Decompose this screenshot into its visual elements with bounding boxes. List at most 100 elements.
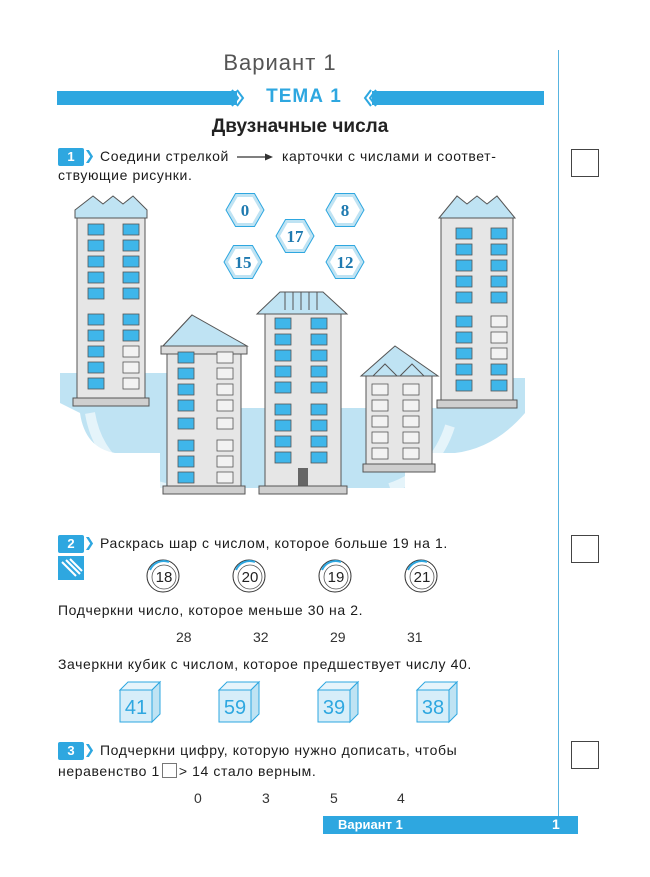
footer-variant: Вариант 1 xyxy=(338,817,403,832)
window xyxy=(216,455,234,468)
cube[interactable] xyxy=(317,689,351,723)
window xyxy=(490,363,508,376)
ball-inner-ring xyxy=(237,564,263,590)
ball-highlight xyxy=(235,560,256,571)
window xyxy=(402,383,420,396)
window xyxy=(310,381,328,394)
number-card-label: 17 xyxy=(287,227,305,246)
window xyxy=(177,383,195,396)
window xyxy=(455,315,473,328)
window xyxy=(177,455,195,468)
underline-number[interactable]: 32 xyxy=(253,629,269,645)
window xyxy=(490,291,508,304)
number-card-label: 12 xyxy=(337,253,354,272)
window xyxy=(490,227,508,240)
window xyxy=(87,271,105,284)
window xyxy=(274,317,292,330)
window xyxy=(371,447,389,460)
ball-inner-ring xyxy=(409,564,435,590)
cube[interactable] xyxy=(119,689,153,723)
window xyxy=(402,447,420,460)
ball-highlight xyxy=(321,560,342,571)
digit-blank-box[interactable] xyxy=(161,763,177,778)
theme-bar-left xyxy=(57,91,237,105)
window xyxy=(122,255,140,268)
ball[interactable] xyxy=(318,559,352,593)
variant-title: Вариант 1 xyxy=(223,50,337,75)
window xyxy=(371,415,389,428)
window xyxy=(310,349,328,362)
digit-option[interactable]: 0 xyxy=(194,790,202,806)
window xyxy=(177,399,195,412)
window xyxy=(402,399,420,412)
task3-text-line1: Подчеркни цифру, которую нужно дописать,… xyxy=(100,742,458,758)
window xyxy=(87,329,105,342)
window xyxy=(455,291,473,304)
answer-box-task2[interactable] xyxy=(571,535,599,563)
window xyxy=(274,451,292,464)
number-card-label: 15 xyxy=(235,253,252,272)
task2-instruction-balls: Раскрась шар с числом, которое больше 19… xyxy=(100,535,448,551)
task-number-badge: 2 xyxy=(58,535,84,553)
task3-text-part-a: неравенство 1 xyxy=(58,763,160,779)
window xyxy=(310,419,328,432)
cube[interactable] xyxy=(218,689,252,723)
window xyxy=(216,351,234,364)
window xyxy=(216,417,234,430)
underline-number[interactable]: 28 xyxy=(176,629,192,645)
digit-option[interactable]: 3 xyxy=(262,790,270,806)
window xyxy=(310,317,328,330)
window xyxy=(87,377,105,390)
task3-text-part-b: > 14 стало верным. xyxy=(178,763,317,779)
cube-number: 59 xyxy=(224,697,246,719)
window xyxy=(122,313,140,326)
task3-text-line2: неравенство 1 > 14 стало верным. xyxy=(58,763,316,779)
building-b xyxy=(160,314,249,495)
window xyxy=(455,347,473,360)
task-number-badge: 1 xyxy=(58,148,84,166)
window xyxy=(455,259,473,272)
window xyxy=(122,377,140,390)
window xyxy=(122,329,140,342)
ball-number: 19 xyxy=(328,569,345,586)
answer-box-task1[interactable] xyxy=(571,149,599,177)
number-card-face xyxy=(228,249,258,275)
window xyxy=(371,383,389,396)
ball[interactable] xyxy=(146,559,180,593)
page-number: 1 xyxy=(552,816,560,832)
ball[interactable] xyxy=(404,559,438,593)
window xyxy=(402,431,420,444)
cube-number: 41 xyxy=(125,697,147,719)
window xyxy=(455,331,473,344)
window xyxy=(87,361,105,374)
window xyxy=(177,367,195,380)
window xyxy=(274,403,292,416)
number-card-face xyxy=(330,197,360,223)
window xyxy=(177,439,195,452)
digit-option[interactable]: 5 xyxy=(330,790,338,806)
ball-inner-ring xyxy=(323,564,349,590)
ball[interactable] xyxy=(232,559,266,593)
cube[interactable] xyxy=(416,689,450,723)
window xyxy=(455,227,473,240)
window xyxy=(490,243,508,256)
number-card-face xyxy=(330,249,360,275)
window xyxy=(122,223,140,236)
building-e xyxy=(436,195,518,409)
number-card-label: 0 xyxy=(241,201,250,220)
underline-number[interactable]: 31 xyxy=(407,629,423,645)
arrow-icon xyxy=(237,153,274,161)
window xyxy=(122,287,140,300)
task2-instruction-underline: Подчеркни число, которое меньше 30 на 2. xyxy=(58,602,364,618)
underline-number[interactable]: 29 xyxy=(330,629,346,645)
answer-box-task3[interactable] xyxy=(571,741,599,769)
task1-text-part-a: Соедини стрелкой xyxy=(100,148,229,164)
window xyxy=(87,313,105,326)
pencils-icon xyxy=(58,556,84,580)
cube-number: 38 xyxy=(422,697,444,719)
window xyxy=(274,381,292,394)
window xyxy=(122,361,140,374)
digit-option[interactable]: 4 xyxy=(397,790,405,806)
footer-bar xyxy=(323,816,578,834)
window xyxy=(310,435,328,448)
